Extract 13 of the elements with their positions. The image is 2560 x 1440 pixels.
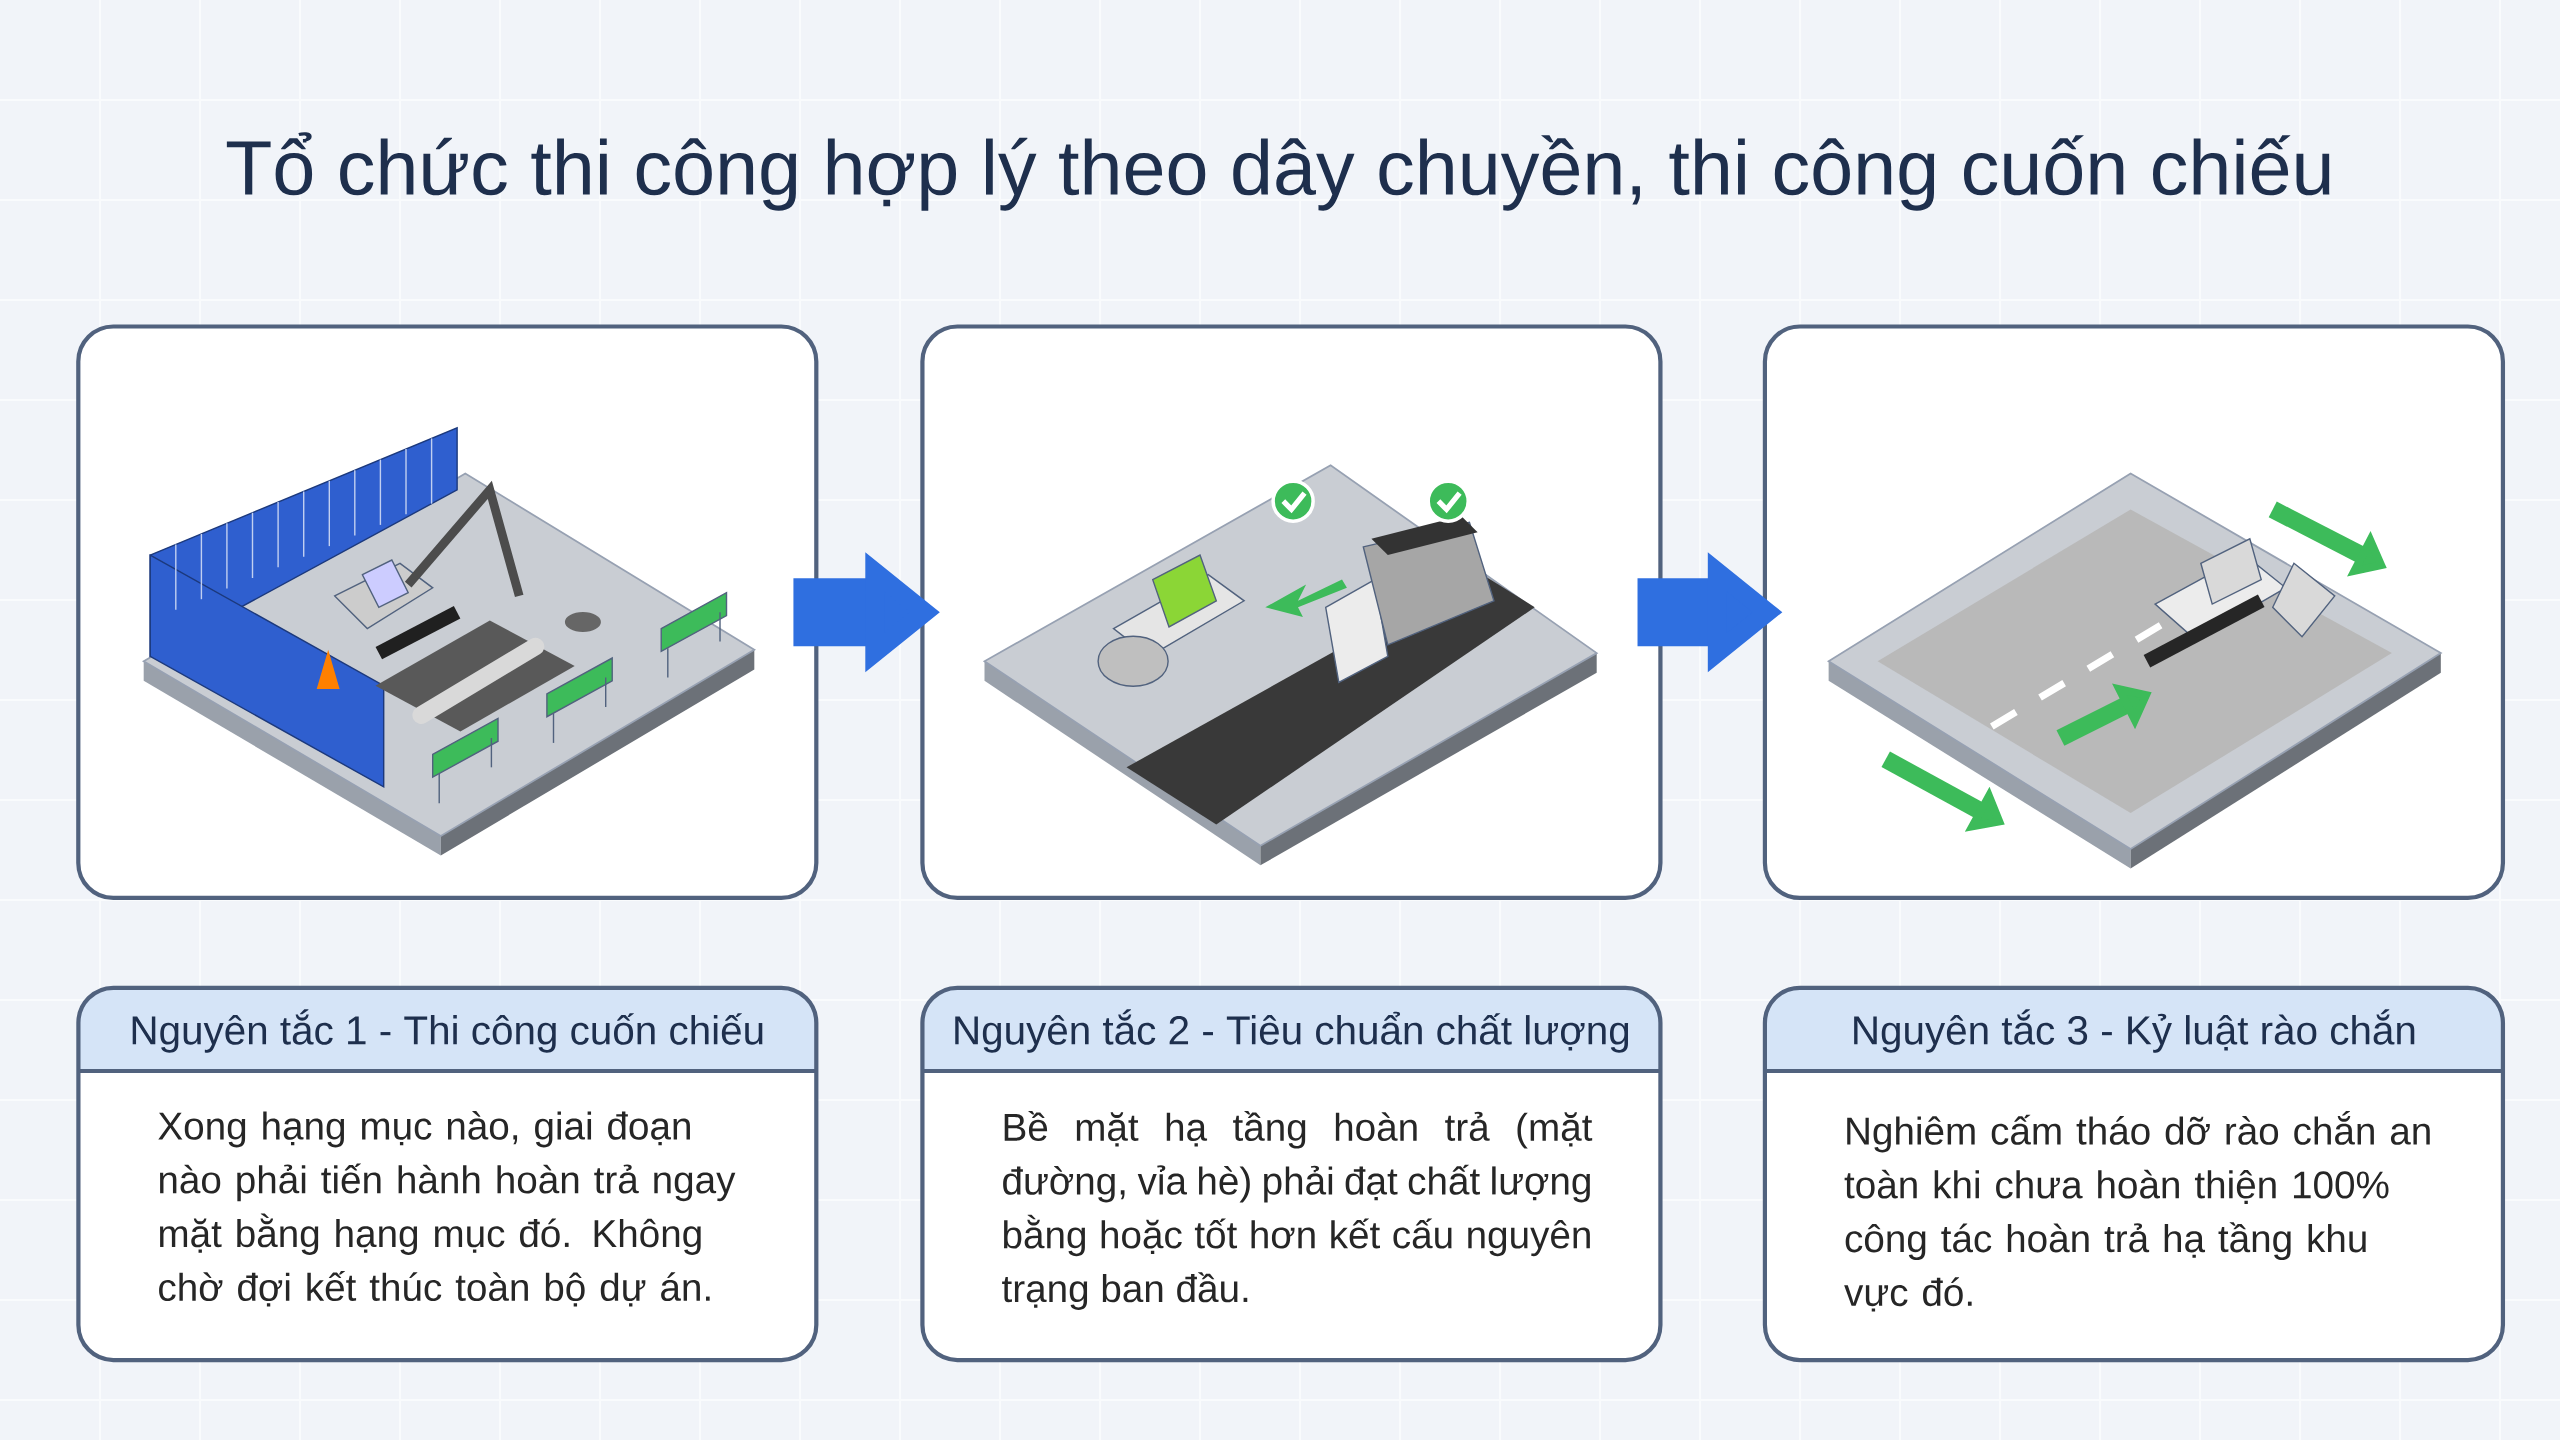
picture-panel bbox=[920, 324, 1663, 900]
text-card bbox=[1762, 985, 2506, 1363]
text-card bbox=[76, 985, 819, 1363]
card-text: Xong hạng mục nào, giai đoạn nào phải tiến hành hoàn trả ngay mặt bằng hạng mục đó. Không chờ đợi kết thúc toàn bộ dự án. bbox=[158, 1110, 736, 1307]
title: Tổ chức thi công hợp lý theo dây chuyền, thi công cuốn chiếu bbox=[226, 132, 2330, 211]
card-heading: Nguyên tắc 3 - Kỷ luật rào chắn bbox=[1854, 1009, 2415, 1053]
text-card bbox=[920, 985, 1663, 1363]
picture-panel bbox=[76, 324, 819, 900]
card-text: Bề mặt hạ tầng hoàn trả (mặt đường, vỉa hè) phải đạt chất lượng bằng hoặc tốt hơn kết cấu nguyên trạng ban đầu. bbox=[1002, 1110, 1593, 1310]
card-heading: Nguyên tắc 1 - Thi công cuốn chiếu bbox=[132, 1009, 763, 1053]
card-text: Nghiêm cấm tháo dỡ rào chắn an toàn khi chưa hoàn thiện 100% công tác hoàn trả hạ tầng khu vực đó. bbox=[1844, 1110, 2430, 1312]
picture-panel bbox=[1762, 324, 2506, 900]
card-heading: Nguyên tắc 2 - Tiêu chuẩn chất lượng bbox=[955, 1009, 1629, 1053]
